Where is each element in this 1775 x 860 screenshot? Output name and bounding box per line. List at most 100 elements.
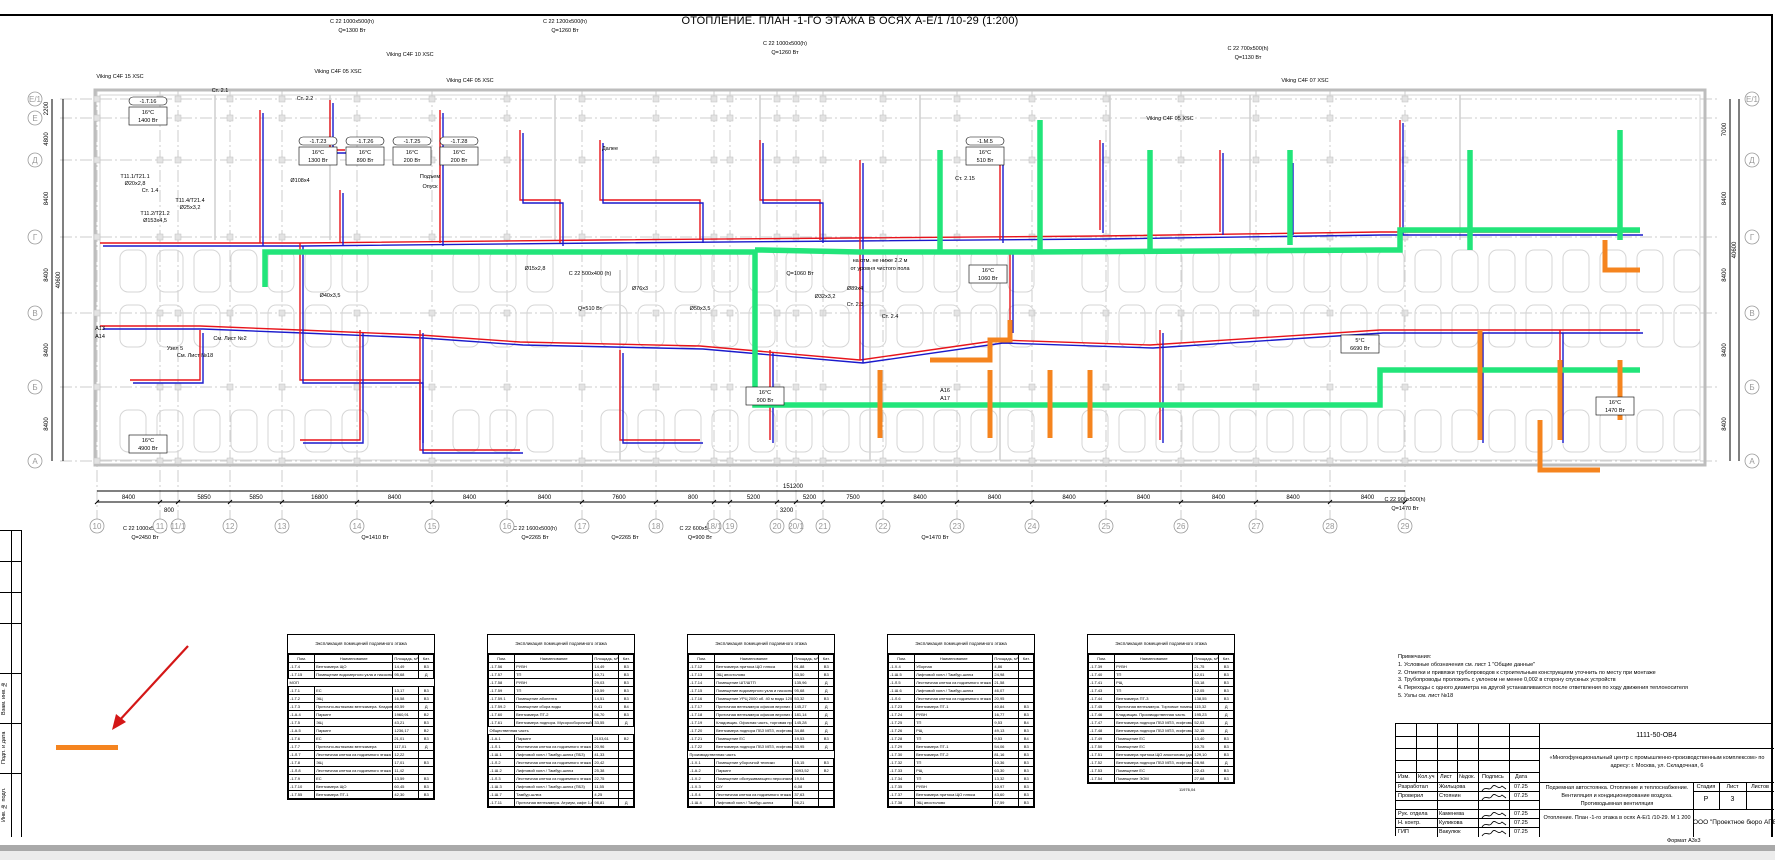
parking-car	[1266, 249, 1294, 293]
radiator-label: Q=2265 Вт	[521, 535, 549, 541]
table-title: Экспликация помещений подземного этажа	[688, 635, 834, 654]
return-pipe	[332, 103, 348, 154]
room-box	[439, 146, 479, 166]
company-name: ООО "Проектное бюро АПЕКС"	[1693, 819, 1775, 826]
parking-car	[711, 249, 739, 293]
structural-column	[1028, 383, 1036, 391]
supply-pipe	[619, 350, 700, 441]
room-number: -1.Л.5	[887, 678, 916, 687]
room-number: -1.Т.53	[1087, 766, 1116, 775]
room-category: Д	[618, 718, 634, 727]
room-area: 54,06	[992, 742, 1020, 751]
room-area: 21,75	[1192, 662, 1220, 671]
annotation-arrow-icon	[117, 645, 189, 723]
room-area: 25,38	[592, 766, 620, 775]
dimension-value: 4800	[44, 132, 50, 146]
room-area: 135,96	[792, 678, 820, 687]
room-category	[818, 774, 834, 783]
room-name: ЭЩ	[314, 694, 394, 703]
signer-role: Н. контр.	[1398, 820, 1421, 826]
horizontal-scrollbar[interactable]	[0, 845, 1775, 851]
structural-column	[278, 309, 286, 317]
structural-column	[953, 309, 961, 317]
room-name: Лестничная клетка из подземного этажа	[514, 742, 594, 751]
room-temp: 16°C	[142, 110, 154, 116]
room-area: 98,81	[592, 798, 620, 807]
structural-column	[773, 233, 781, 241]
dimension-value: 8400	[44, 417, 50, 431]
room-number: -1.Т.15	[687, 686, 716, 695]
axis-label: 20/1	[788, 522, 804, 531]
parking-car	[489, 409, 517, 453]
structural-column	[428, 309, 436, 317]
room-power: 1470 Вт	[1605, 408, 1625, 414]
parking-car	[1562, 249, 1590, 293]
parking-car	[489, 304, 517, 348]
room-box	[965, 146, 1005, 166]
pipe-label: Узел 5	[167, 346, 183, 352]
room-area: 40,84	[992, 702, 1020, 711]
room-tag-badge	[439, 136, 479, 146]
sheets-label: Листов	[1751, 784, 1769, 790]
axis-label: 11/1	[171, 522, 187, 531]
structural-column	[792, 156, 800, 164]
room-number: -1.Т.50	[1087, 742, 1116, 751]
parking-car	[1562, 409, 1590, 453]
pipe-label: Q=1060 Вт	[786, 271, 814, 277]
structural-column	[503, 95, 511, 103]
note-item: 3. Трубопроводы проложить с уклоном не м…	[1398, 677, 1616, 684]
room-category: В3	[418, 782, 434, 791]
radiator-label: Q=1300 Вт	[338, 28, 366, 34]
axis-label: 13	[278, 522, 287, 531]
room-area: 33,55	[592, 718, 620, 727]
room-category: Д	[818, 702, 834, 711]
orange-highlight	[930, 320, 1013, 363]
room-name: С/У	[714, 782, 794, 791]
room-name: Лестничная клетка из подземного этажа	[314, 766, 394, 775]
dimension-value: 8400	[1722, 191, 1728, 205]
structural-column	[819, 383, 827, 391]
room-area: 40,59	[392, 702, 420, 711]
dimension-tick	[711, 499, 717, 505]
col-header: №док.	[1459, 774, 1476, 780]
axis-bubble	[1744, 229, 1760, 245]
structural-column	[726, 383, 734, 391]
annotation-markup	[56, 645, 189, 750]
structural-column	[953, 114, 961, 122]
dimension-value: 8400	[1722, 417, 1728, 431]
room-number: -1.Ш.4	[687, 798, 716, 807]
room-category: В3	[1018, 758, 1034, 767]
room-area: 16,77	[992, 710, 1020, 719]
room-category: В3	[418, 686, 434, 695]
room-name: Помещение обслуживающего персонала	[714, 774, 794, 783]
room-number: -1.Т.8	[287, 758, 316, 767]
parking-car	[748, 409, 776, 453]
structural-column	[792, 309, 800, 317]
room-number: -1.Т.48	[1087, 726, 1116, 735]
binding-label: Инв. № подл.	[1, 787, 7, 823]
axis-bubble	[1744, 91, 1760, 107]
note-item: 2. Отметки и привязки трубопроводов к ст…	[1398, 669, 1656, 676]
room-area: 41,33	[592, 750, 620, 759]
axis-bubble	[27, 152, 43, 168]
dimension-tick	[279, 499, 285, 505]
structural-column	[953, 457, 961, 465]
room-category: Д	[418, 670, 434, 679]
axis-label: Е/1	[1746, 95, 1759, 104]
room-category: Д	[618, 798, 634, 807]
room-category: В3	[1218, 670, 1234, 679]
room-number: -1.Т.19	[687, 718, 716, 727]
pipe-label: Ø40x3,5	[320, 293, 341, 299]
structural-column	[792, 457, 800, 465]
parking-car	[1081, 409, 1109, 453]
